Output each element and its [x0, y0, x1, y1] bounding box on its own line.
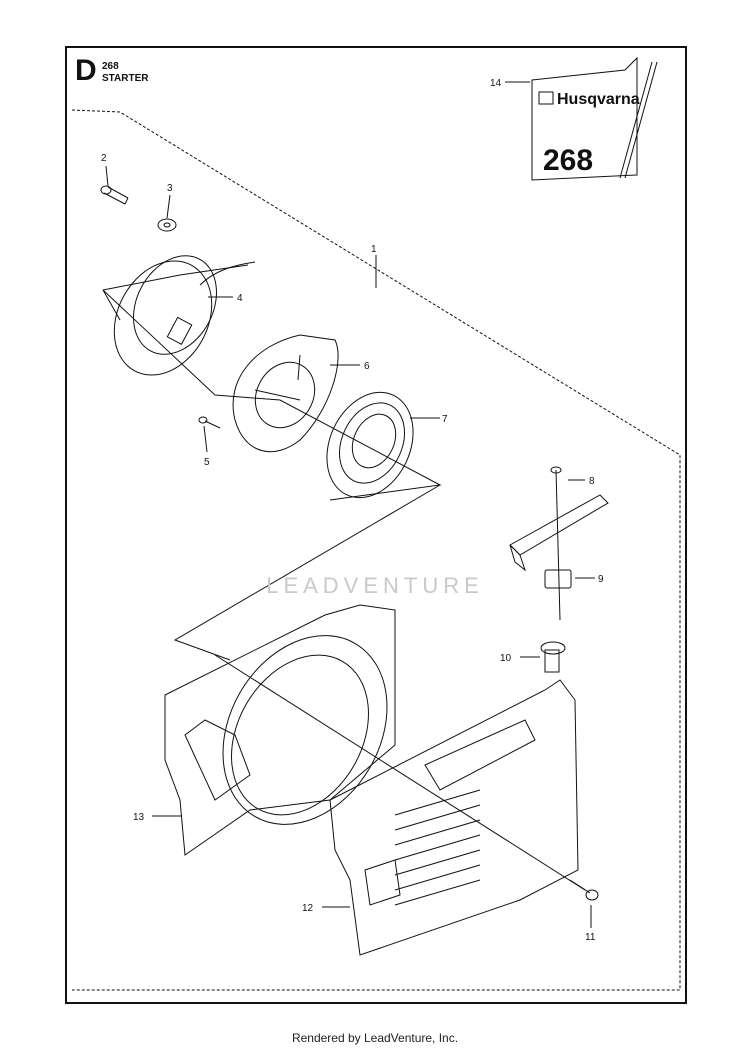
callout-13: 13 [133, 812, 145, 823]
callout-7: 7 [442, 414, 448, 425]
decal-model: 268 [543, 144, 593, 177]
leader-5 [203, 425, 208, 453]
decal-brand: Husqvarna [557, 91, 640, 108]
footer-credit: Rendered by LeadVenture, Inc. [291, 1031, 459, 1045]
decal-stripe-2 [624, 61, 658, 179]
diagram-frame [65, 46, 687, 1004]
assembly-boundary [71, 109, 681, 991]
handle-part-9 [509, 494, 609, 589]
callout-2: 2 [101, 153, 107, 164]
alignment-line-11 [214, 654, 586, 891]
leader-3 [166, 194, 171, 219]
callout-5: 5 [204, 457, 210, 468]
assembly-line-upper [102, 289, 442, 501]
housing-plate-part-6 [232, 334, 339, 453]
callout-3: 3 [167, 183, 173, 194]
callout-8: 8 [589, 476, 595, 487]
screw-part-11 [569, 879, 599, 901]
leader-2 [105, 165, 109, 187]
callout-11: 11 [585, 932, 596, 943]
callout-9: 9 [598, 574, 604, 585]
callout-1: 1 [371, 244, 377, 255]
husqvarna-crown-icon [538, 91, 554, 105]
washer-part-3 [157, 218, 177, 232]
callout-6: 6 [364, 361, 370, 372]
callout-12: 12 [302, 903, 314, 914]
rope-part-8 [550, 466, 562, 621]
watermark-text: LEADVENTURE [266, 573, 484, 598]
starter-cover-part-12 [329, 679, 579, 956]
callout-10: 10 [500, 653, 512, 664]
rope-guide-part-10 [540, 641, 566, 673]
callout-4: 4 [237, 293, 243, 304]
section-title: STARTER [102, 73, 149, 84]
callout-14: 14 [490, 78, 502, 89]
bolt-part-2 [100, 185, 129, 205]
pulley-part-4 [102, 255, 256, 376]
screw-part-5 [198, 416, 221, 429]
assembly-line-lower [173, 484, 441, 661]
model-label: 268 [102, 61, 119, 72]
fan-guard-part-13 [164, 604, 396, 856]
decal-stripe-1 [619, 61, 653, 179]
section-letter: D [75, 54, 97, 87]
